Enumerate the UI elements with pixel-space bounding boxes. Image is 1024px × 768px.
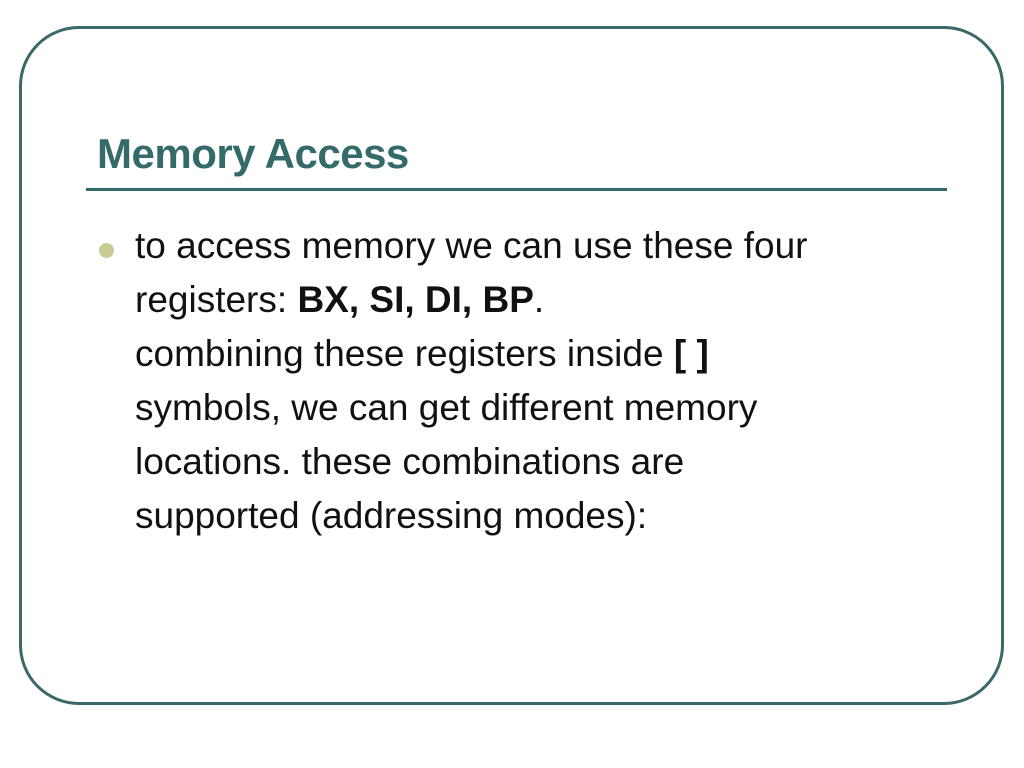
bullet-line-4: symbols, we can get different memory (135, 387, 758, 428)
register-names: BX, SI, DI, BP (297, 279, 534, 320)
combining-text: combining these registers inside (135, 333, 674, 374)
brackets-symbol: [ ] (673, 333, 709, 374)
bullet-line-5: locations. these combinations are (135, 441, 685, 482)
bullet-item: to access memory we can use these four r… (98, 219, 958, 543)
title-divider (86, 188, 947, 191)
bullet-line-3: combining these registers inside [ ] (135, 327, 958, 381)
registers-period: . (533, 279, 545, 320)
slide-frame (19, 26, 1004, 705)
registers-text: registers: (135, 279, 298, 320)
slide-title: Memory Access (97, 130, 409, 177)
bullet-line-2: registers: BX, SI, DI, BP. (135, 273, 958, 327)
bullet-dot-icon (99, 243, 114, 258)
bullet-list: to access memory we can use these four r… (98, 219, 958, 543)
bullet-line-1: to access memory we can use these four (135, 225, 808, 266)
bullet-line-6: supported (addressing modes): (135, 495, 648, 536)
